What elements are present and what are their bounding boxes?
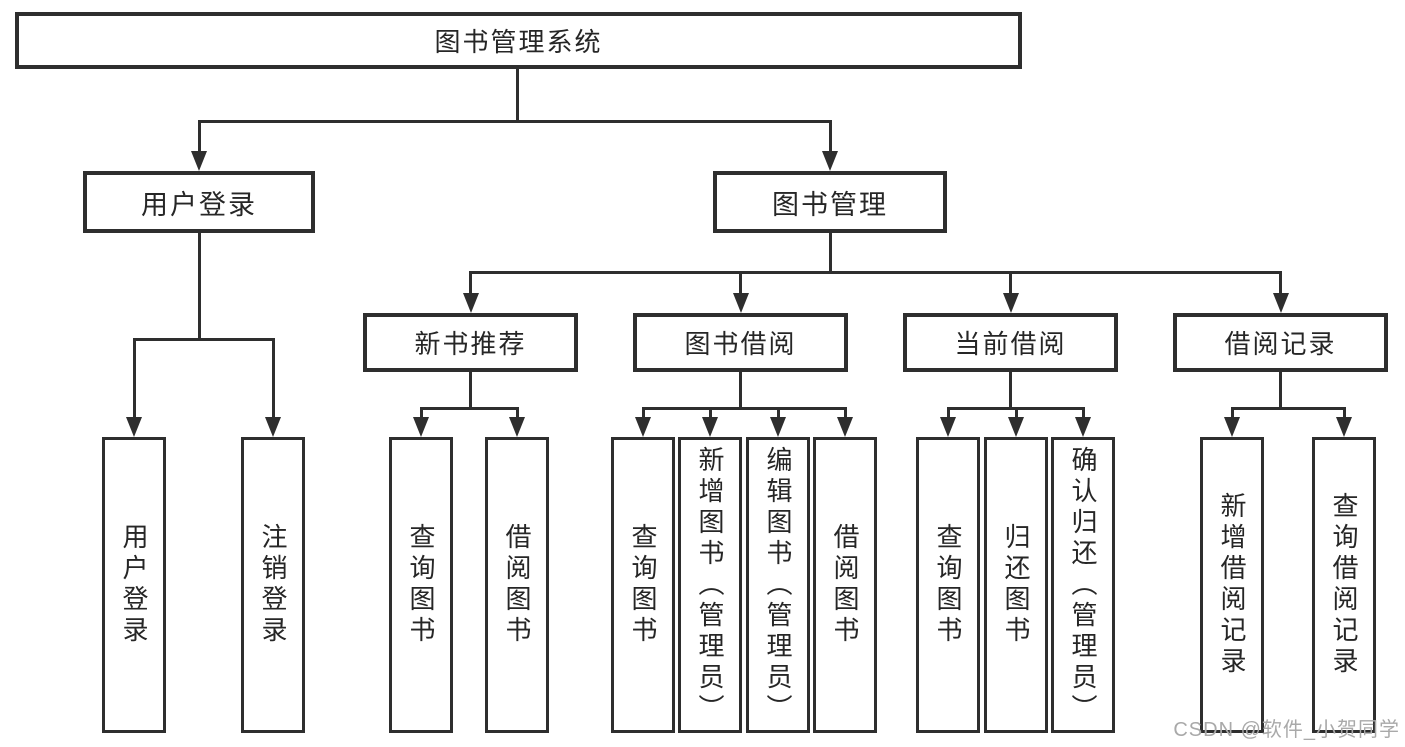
leaf-query-books-current: 查询图书 xyxy=(916,437,980,733)
connector-line xyxy=(1279,372,1282,407)
connector-line xyxy=(1009,372,1012,407)
arrowhead-down-icon xyxy=(1075,417,1091,437)
connector-line xyxy=(1230,407,1234,419)
node-book-management-label: 图书管理 xyxy=(772,189,888,220)
node-user-login: 用户登录 xyxy=(83,171,315,233)
leaf-return-books-label: 归还图书 xyxy=(1001,523,1031,647)
connector-line xyxy=(776,407,780,419)
arrowhead-down-icon xyxy=(1002,293,1019,313)
leaf-query-books-recommend-label: 查询图书 xyxy=(406,523,436,647)
arrowhead-down-icon xyxy=(1224,417,1240,437)
connector-line xyxy=(828,120,832,152)
node-current-borrowing-label: 当前借阅 xyxy=(954,329,1067,359)
arrowhead-down-icon xyxy=(702,417,718,437)
leaf-logout-label: 注销登录 xyxy=(258,523,288,647)
connector-line xyxy=(419,407,519,410)
connector-line xyxy=(515,69,519,120)
leaf-query-books-current-label: 查询图书 xyxy=(933,523,963,647)
leaf-edit-books-admin-label: 编辑图书（管理员） xyxy=(763,445,793,725)
arrowhead-down-icon xyxy=(770,417,786,437)
connector-line xyxy=(197,120,832,123)
leaf-add-borrow-record: 新增借阅记录 xyxy=(1200,437,1264,733)
arrowhead-down-icon xyxy=(1336,417,1352,437)
leaf-borrow-books-label: 借阅图书 xyxy=(830,523,860,647)
leaf-add-books-admin-label: 新增图书（管理员） xyxy=(695,445,725,725)
arrowhead-down-icon xyxy=(462,293,479,313)
node-new-book-recommend-label: 新书推荐 xyxy=(414,329,527,359)
connector-line xyxy=(1009,271,1012,295)
node-library-system: 图书管理系统 xyxy=(15,12,1022,69)
connector-line xyxy=(132,338,275,341)
connector-line xyxy=(469,372,472,407)
leaf-query-borrow-record-label: 查询借阅记录 xyxy=(1329,492,1359,678)
node-borrowing-records-label: 借阅记录 xyxy=(1224,329,1337,359)
node-book-borrowing: 图书借阅 xyxy=(633,313,848,372)
arrowhead-down-icon xyxy=(265,417,281,437)
connector-line xyxy=(708,407,712,419)
arrowhead-down-icon xyxy=(126,417,142,437)
connector-line xyxy=(1081,407,1085,419)
leaf-borrow-books-recommend: 借阅图书 xyxy=(485,437,549,733)
node-borrowing-records: 借阅记录 xyxy=(1173,313,1388,372)
node-user-login-label: 用户登录 xyxy=(141,189,257,220)
arrowhead-down-icon xyxy=(940,417,956,437)
connector-line xyxy=(739,372,742,407)
connector-line xyxy=(132,338,136,418)
csdn-watermark: CSDN @软件_小贺同学 xyxy=(1173,719,1400,741)
leaf-user-login-label: 用户登录 xyxy=(119,523,149,647)
leaf-query-books-borrow: 查询图书 xyxy=(611,437,675,733)
leaf-query-borrow-record: 查询借阅记录 xyxy=(1312,437,1376,733)
connector-line xyxy=(843,407,847,419)
connector-line xyxy=(641,407,645,419)
connector-line xyxy=(419,407,423,419)
connector-line xyxy=(1342,407,1346,419)
leaf-confirm-return-admin: 确认归还（管理员） xyxy=(1051,437,1115,733)
leaf-return-books: 归还图书 xyxy=(984,437,1048,733)
leaf-logout: 注销登录 xyxy=(241,437,305,733)
arrowhead-down-icon xyxy=(732,293,749,313)
connector-line xyxy=(1279,271,1282,295)
arrowhead-down-icon xyxy=(1008,417,1024,437)
node-current-borrowing: 当前借阅 xyxy=(903,313,1118,372)
connector-line xyxy=(197,120,201,152)
connector-line xyxy=(271,338,275,418)
connector-line xyxy=(1230,407,1346,410)
connector-line xyxy=(739,271,742,295)
connector-line xyxy=(515,407,519,419)
leaf-query-books-recommend: 查询图书 xyxy=(389,437,453,733)
arrowhead-down-icon xyxy=(191,151,207,171)
arrowhead-down-icon xyxy=(413,417,429,437)
leaf-edit-books-admin: 编辑图书（管理员） xyxy=(746,437,810,733)
node-book-borrowing-label: 图书借阅 xyxy=(684,329,797,359)
connector-line xyxy=(946,407,950,419)
connector-line xyxy=(469,271,1282,274)
arrowhead-down-icon xyxy=(509,417,525,437)
leaf-confirm-return-admin-label: 确认归还（管理员） xyxy=(1068,445,1098,725)
arrowhead-down-icon xyxy=(635,417,651,437)
leaf-user-login: 用户登录 xyxy=(102,437,166,733)
leaf-borrow-books-recommend-label: 借阅图书 xyxy=(502,523,532,647)
connector-line xyxy=(469,271,472,295)
leaf-query-books-borrow-label: 查询图书 xyxy=(628,523,658,647)
leaf-add-borrow-record-label: 新增借阅记录 xyxy=(1217,492,1247,678)
arrowhead-down-icon xyxy=(1272,293,1289,313)
node-library-system-label: 图书管理系统 xyxy=(434,27,603,57)
arrowhead-down-icon xyxy=(822,151,838,171)
leaf-borrow-books: 借阅图书 xyxy=(813,437,877,733)
connector-line xyxy=(641,407,847,410)
arrowhead-down-icon xyxy=(837,417,853,437)
connector-line xyxy=(828,233,832,271)
connector-line xyxy=(1014,407,1018,419)
leaf-add-books-admin: 新增图书（管理员） xyxy=(678,437,742,733)
connector-line xyxy=(197,233,201,338)
node-book-management: 图书管理 xyxy=(713,171,947,233)
node-new-book-recommend: 新书推荐 xyxy=(363,313,578,372)
